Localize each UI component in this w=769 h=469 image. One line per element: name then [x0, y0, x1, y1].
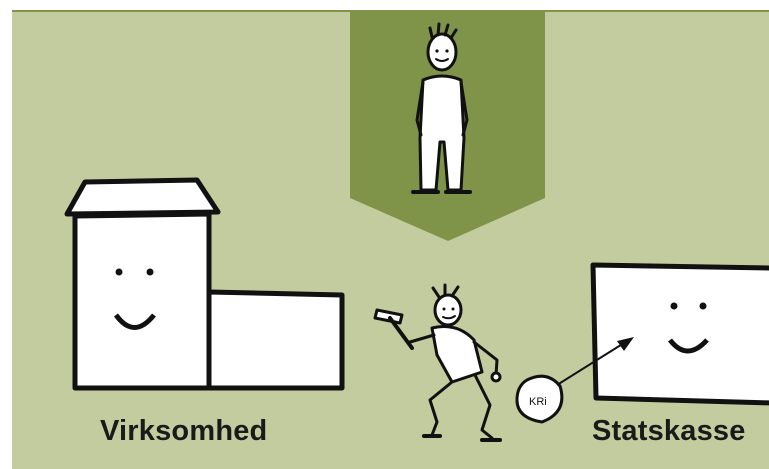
company-label: Virksomhed: [100, 415, 267, 448]
diagram-canvas: KRi Virksomhed Statskasse: [12, 10, 769, 469]
treasury-box: [593, 265, 769, 403]
money-bag: KRi: [517, 376, 562, 422]
running-person-figure: [375, 285, 500, 440]
money-bag-label: KRi: [529, 396, 547, 408]
treasury-label: Statskasse: [592, 415, 746, 448]
illustration: KRi: [12, 10, 769, 469]
company-building: [67, 180, 342, 388]
